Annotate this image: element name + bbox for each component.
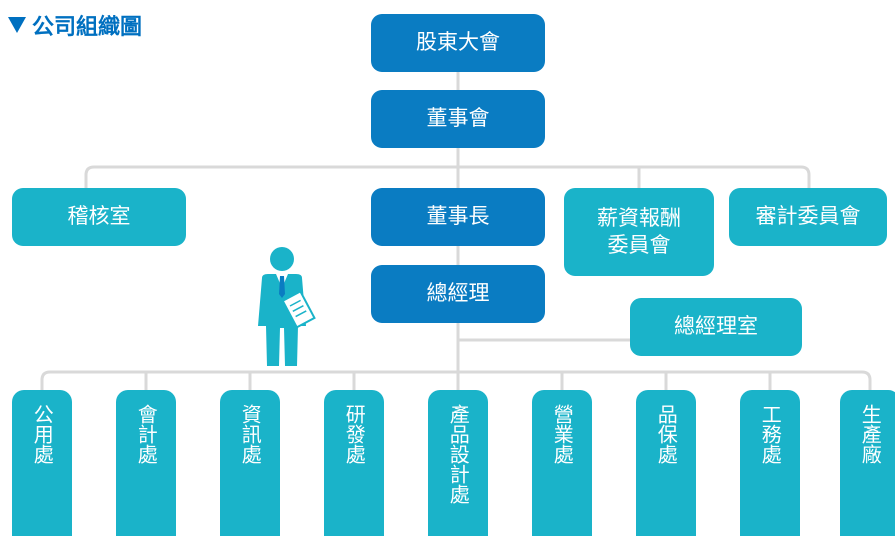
gm-box: 總經理 (371, 265, 545, 323)
department-box: 品保處 (636, 390, 696, 536)
audit-committee-label: 審計委員會 (755, 204, 861, 229)
businessman-icon (258, 247, 316, 366)
chart-heading: 公司組織圖 (8, 10, 142, 40)
department-label: 產品設計處 (446, 404, 471, 504)
department-label: 工務處 (758, 404, 783, 464)
gm-label: 總經理 (426, 281, 490, 306)
department-label: 資訊處 (238, 404, 263, 464)
department-box: 會計處 (116, 390, 176, 536)
audit-office-label: 稽核室 (67, 204, 131, 229)
audit-committee-box: 審計委員會 (729, 188, 887, 246)
gm-office-box: 總經理室 (630, 298, 802, 356)
chairman-label: 董事長 (426, 204, 490, 229)
gm-office-label: 總經理室 (674, 314, 758, 339)
department-label: 研發處 (342, 404, 367, 464)
chairman-box: 董事長 (371, 188, 545, 246)
chart-title: 公司組織圖 (32, 15, 143, 40)
shareholders-box: 股東大會 (371, 14, 545, 72)
shareholders-label: 股東大會 (416, 30, 500, 55)
department-box: 公用處 (12, 390, 72, 536)
department-label: 會計處 (134, 404, 159, 464)
compensation-committee-box: 薪資報酬 委員會 (564, 188, 714, 276)
audit-office-box: 稽核室 (12, 188, 186, 246)
department-box: 研發處 (324, 390, 384, 536)
department-box: 工務處 (740, 390, 800, 536)
department-label: 品保處 (654, 404, 679, 464)
board-label: 董事會 (426, 106, 490, 131)
department-box: 營業處 (532, 390, 592, 536)
department-label: 營業處 (550, 404, 575, 464)
department-box: 產品設計處 (428, 390, 488, 536)
board-box: 董事會 (371, 90, 545, 148)
compensation-label-line2: 委員會 (607, 233, 671, 257)
compensation-label-line1: 薪資報酬 (597, 205, 681, 230)
department-label: 生產廠 (858, 404, 883, 464)
department-box: 生產廠 (840, 390, 895, 536)
department-label: 公用處 (30, 404, 55, 464)
department-box: 資訊處 (220, 390, 280, 536)
triangle-down-icon (8, 17, 26, 33)
